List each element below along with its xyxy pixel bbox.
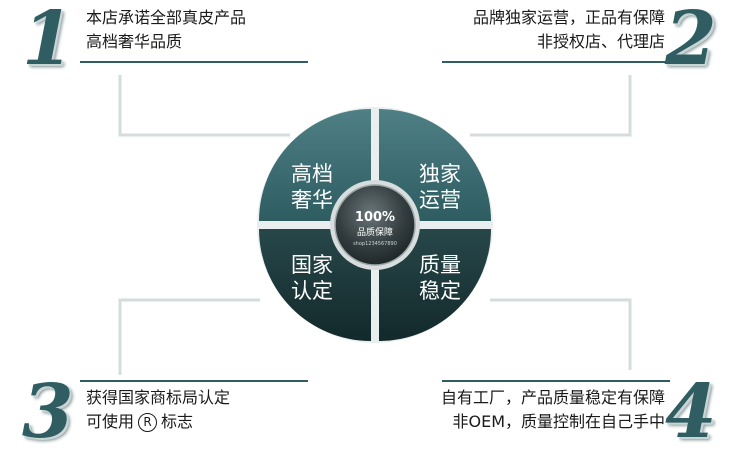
block-1-text: 本店承诺全部真皮产品 高档奢华品质 (86, 6, 246, 54)
quadrant-4-line-2: 稳定 (419, 279, 461, 303)
block-2-underline (442, 61, 670, 63)
center-percent: 100% (355, 210, 395, 225)
center-circle-diagram: 高档 奢华 独家 运营 国家 认定 质量 稳定 100% 品质保障 shop12… (257, 107, 493, 343)
block-1-line-2: 高档奢华品质 (86, 32, 183, 51)
block-3-line-2-b: 标志 (161, 412, 194, 431)
quadrant-2-line-1: 独家 (419, 162, 461, 186)
quadrant-3-line-1: 国家 (291, 253, 333, 277)
quadrant-bottom-right (379, 229, 491, 341)
center-label: 品质保障 (357, 226, 393, 238)
number-3: 3 (22, 369, 74, 455)
block-3-underline (80, 380, 308, 382)
block-1-underline (80, 61, 308, 63)
quadrant-bottom-left (259, 229, 371, 341)
block-3-line-2-a: 可使用 (86, 412, 135, 431)
registered-trademark-icon: R (138, 413, 158, 432)
number-1: 1 (22, 0, 74, 82)
block-2-line-2: 非授权店、代理店 (536, 32, 665, 51)
quadrant-1-line-1: 高档 (291, 162, 333, 186)
number-2: 2 (665, 0, 717, 82)
quadrant-1-line-2: 奢华 (291, 188, 333, 212)
block-4-line-1: 自有工厂，产品质量稳定有保障 (440, 388, 665, 407)
quadrant-top-left (259, 109, 371, 221)
block-2-line-1: 品牌独家运营，正品有保障 (472, 8, 665, 27)
block-1-line-1: 本店承诺全部真皮产品 (86, 8, 247, 27)
quadrant-4-line-1: 质量 (419, 253, 461, 277)
quadrant-top-right (379, 109, 491, 221)
block-4-line-2: 非OEM，质量控制在自己手中 (452, 412, 665, 431)
block-3-line-1: 获得国家商标局认定 (86, 388, 231, 407)
quadrant-3-line-2: 认定 (291, 279, 333, 303)
block-4-underline (442, 380, 670, 382)
center-small: shop1234567890 (353, 241, 397, 247)
block-4-text: 自有工厂，产品质量稳定有保障 非OEM，质量控制在自己手中 (400, 386, 665, 434)
block-2-text: 品牌独家运营，正品有保障 非授权店、代理店 (440, 6, 665, 54)
number-4: 4 (665, 369, 717, 455)
quadrant-2-line-2: 运营 (419, 188, 461, 212)
